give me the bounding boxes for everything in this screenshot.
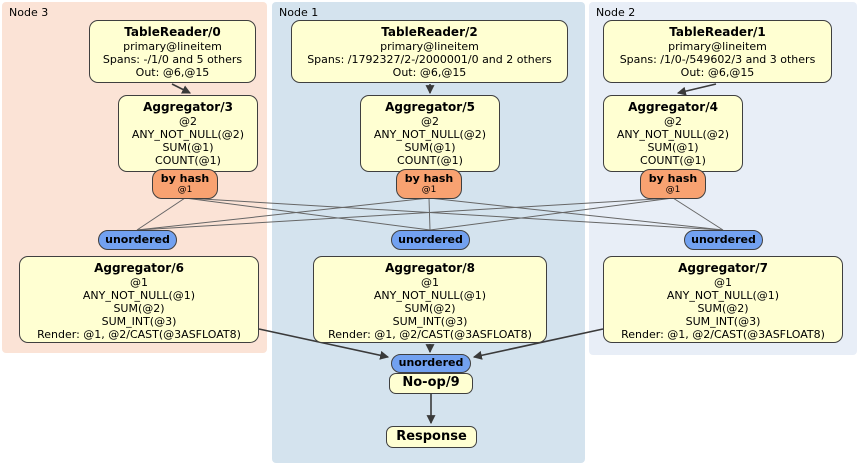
tablereader-0-box: TableReader/0 primary@lineitem Spans: -/… <box>89 20 256 83</box>
aggregator-4-fn2: SUM(@1) <box>647 141 699 154</box>
unordered-sync-final: unordered <box>391 354 471 373</box>
aggregator-5-fn2: SUM(@1) <box>404 141 456 154</box>
flow-arrow-edges <box>171 83 717 425</box>
aggregator-5-group: @2 <box>421 115 439 128</box>
aggregator-3-fn3: COUNT(@1) <box>155 154 221 167</box>
aggregator-7-fn2: SUM(@2) <box>697 302 749 315</box>
node-3-label: Node 3 <box>9 6 49 19</box>
aggregator-4-fn1: ANY_NOT_NULL(@2) <box>616 128 730 141</box>
aggregator-8-title: Aggregator/8 <box>385 261 475 275</box>
hash-router-left-label: by hash <box>160 172 210 185</box>
aggregator-7-box: Aggregator/7 @1 ANY_NOT_NULL(@1) SUM(@2)… <box>603 256 843 343</box>
tablereader-1-spans: Spans: /1/0-/549602/3 and 3 others <box>619 53 816 66</box>
tablereader-0-spans: Spans: -/1/0 and 5 others <box>102 53 243 66</box>
aggregator-3-fn2: SUM(@1) <box>162 141 214 154</box>
aggregator-4-group: @2 <box>664 115 682 128</box>
tablereader-0-title: TableReader/0 <box>124 25 221 39</box>
aggregator-7-fn3: SUM_INT(@3) <box>685 315 761 328</box>
node-2-label: Node 2 <box>596 6 636 19</box>
aggregator-6-group: @1 <box>130 276 148 289</box>
aggregator-4-title: Aggregator/4 <box>628 100 718 114</box>
tablereader-1-index: primary@lineitem <box>668 40 767 53</box>
aggregator-6-render: Render: @1, @2/CAST(@3ASFLOAT8) <box>37 328 241 341</box>
tablereader-2-out: Out: @6,@15 <box>392 66 467 79</box>
hash-router-right-label: by hash <box>648 172 698 185</box>
tablereader-2-index: primary@lineitem <box>380 40 479 53</box>
aggregator-5-fn1: ANY_NOT_NULL(@2) <box>373 128 487 141</box>
hash-router-middle: by hash @1 <box>396 169 462 199</box>
aggregator-4-box: Aggregator/4 @2 ANY_NOT_NULL(@2) SUM(@1)… <box>603 95 743 172</box>
aggregator-6-fn2: SUM(@2) <box>113 302 165 315</box>
aggregator-8-box: Aggregator/8 @1 ANY_NOT_NULL(@1) SUM(@2)… <box>313 256 547 343</box>
tablereader-1-title: TableReader/1 <box>669 25 766 39</box>
aggregator-5-box: Aggregator/5 @2 ANY_NOT_NULL(@2) SUM(@1)… <box>360 95 500 172</box>
aggregator-6-fn3: SUM_INT(@3) <box>101 315 177 328</box>
aggregator-7-render: Render: @1, @2/CAST(@3ASFLOAT8) <box>621 328 825 341</box>
aggregator-8-fn3: SUM_INT(@3) <box>392 315 468 328</box>
aggregator-7-title: Aggregator/7 <box>678 261 768 275</box>
aggregator-8-fn1: ANY_NOT_NULL(@1) <box>373 289 487 302</box>
tablereader-2-title: TableReader/2 <box>381 25 478 39</box>
unordered-sync-right: unordered <box>684 230 763 250</box>
aggregator-3-title: Aggregator/3 <box>143 100 233 114</box>
hash-router-left: by hash @1 <box>152 169 218 199</box>
hash-router-right-detail: @1 <box>665 185 681 195</box>
aggregator-8-group: @1 <box>421 276 439 289</box>
aggregator-6-fn1: ANY_NOT_NULL(@1) <box>82 289 196 302</box>
tablereader-0-index: primary@lineitem <box>123 40 222 53</box>
response-box: Response <box>386 426 477 448</box>
aggregator-6-title: Aggregator/6 <box>94 261 184 275</box>
aggregator-5-fn3: COUNT(@1) <box>397 154 463 167</box>
tablereader-0-out: Out: @6,@15 <box>135 66 210 79</box>
aggregator-5-title: Aggregator/5 <box>385 100 475 114</box>
aggregator-3-group: @2 <box>179 115 197 128</box>
aggregator-6-box: Aggregator/6 @1 ANY_NOT_NULL(@1) SUM(@2)… <box>19 256 259 343</box>
aggregator-3-box: Aggregator/3 @2 ANY_NOT_NULL(@2) SUM(@1)… <box>118 95 258 172</box>
aggregator-3-fn1: ANY_NOT_NULL(@2) <box>131 128 245 141</box>
tablereader-2-box: TableReader/2 primary@lineitem Spans: /1… <box>291 20 568 83</box>
tablereader-1-out: Out: @6,@15 <box>680 66 755 79</box>
hash-router-middle-label: by hash <box>404 172 454 185</box>
unordered-sync-middle: unordered <box>391 230 470 250</box>
aggregator-8-fn2: SUM(@2) <box>404 302 456 315</box>
unordered-sync-left: unordered <box>98 230 177 250</box>
hash-router-left-detail: @1 <box>177 185 193 195</box>
hash-router-right: by hash @1 <box>640 169 706 199</box>
noop-box: No-op/9 <box>389 373 473 394</box>
hash-router-middle-detail: @1 <box>421 185 437 195</box>
aggregator-4-fn3: COUNT(@1) <box>640 154 706 167</box>
node-1-label: Node 1 <box>279 6 319 19</box>
aggregator-7-group: @1 <box>714 276 732 289</box>
aggregator-7-fn1: ANY_NOT_NULL(@1) <box>666 289 780 302</box>
tablereader-1-box: TableReader/1 primary@lineitem Spans: /1… <box>603 20 832 83</box>
hash-router-mesh-edges <box>136 197 724 231</box>
aggregator-8-render: Render: @1, @2/CAST(@3ASFLOAT8) <box>328 328 532 341</box>
tablereader-2-spans: Spans: /1792327/2-/2000001/0 and 2 other… <box>307 53 552 66</box>
